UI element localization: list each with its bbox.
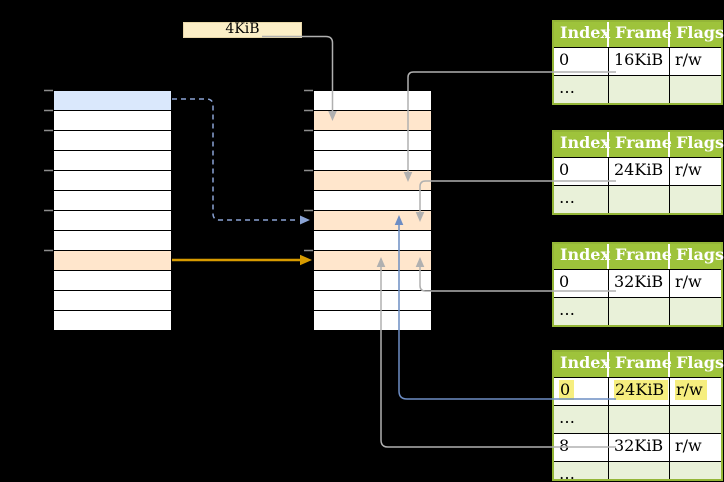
cell-index: 0 [554, 158, 609, 185]
cell-index: … [554, 186, 609, 213]
cell-index: 0 [554, 270, 609, 297]
cell-frame: 24KiB [609, 378, 670, 405]
memory-row [314, 131, 431, 151]
cell-frame [609, 186, 670, 213]
cell-flags: r/w [675, 436, 702, 455]
memory-row [54, 131, 171, 151]
page-table-header: Index Frame Flags [554, 352, 724, 377]
memory-row [314, 191, 431, 211]
memory-row-highlighted-orange [314, 251, 431, 271]
page-table-header: Index Frame Flags [554, 244, 724, 269]
column-header-flags: Flags [676, 133, 724, 152]
cell-frame [609, 298, 670, 325]
memory-row-highlighted-orange [54, 251, 171, 271]
memory-row [54, 211, 171, 231]
cell-frame: 32KiB [609, 434, 670, 461]
table-row: 0 32KiB r/w [554, 269, 721, 297]
cell-flags: r/w [675, 50, 702, 69]
cell-flags [670, 298, 721, 325]
cell-flags [670, 406, 721, 433]
cell-frame [609, 462, 670, 479]
cell-index: 8 [554, 434, 609, 461]
cell-frame [609, 406, 670, 433]
memory-row [54, 111, 171, 131]
memory-row-highlighted-orange [314, 171, 431, 191]
cell-flags [670, 76, 721, 103]
cell-flags: r/w [675, 272, 702, 291]
column-header-frame: Frame [609, 244, 672, 269]
arrowhead-right-icon [300, 254, 312, 266]
memory-row [314, 231, 431, 251]
cell-flags: r/w [670, 378, 721, 405]
arrowhead-right-icon [300, 215, 310, 225]
cell-index: … [554, 76, 609, 103]
column-header-index: Index [554, 132, 610, 157]
column-header-flags: Flags [676, 23, 724, 42]
cell-frame [609, 76, 670, 103]
memory-row [314, 91, 431, 111]
column-header-index: Index [554, 244, 610, 269]
memory-row [54, 151, 171, 171]
page-size-label-text: 4KiB [225, 21, 260, 37]
table-row-ellipsis: … [554, 461, 721, 479]
column-header-flags: Flags [676, 353, 724, 372]
yellow-highlight: r/w [675, 380, 707, 400]
table-row-highlighted: 0 24KiB r/w [554, 377, 721, 405]
cell-index: … [554, 298, 609, 325]
memory-row [54, 311, 171, 330]
column-header-index: Index [554, 22, 610, 47]
table-row-ellipsis: … [554, 185, 721, 213]
cell-index: … [554, 406, 609, 433]
page-table-16kib: Index Frame Flags 0 16KiB r/w … [552, 20, 724, 105]
cell-frame: 16KiB [609, 48, 670, 75]
yellow-highlight: 0 [559, 380, 575, 400]
column-header-index: Index [554, 352, 610, 377]
cell-flags: r/w [675, 160, 702, 179]
memory-row [54, 291, 171, 311]
memory-row [54, 271, 171, 291]
table-row-ellipsis: … [554, 405, 721, 433]
page-table-32kib: Index Frame Flags 0 32KiB r/w … [552, 242, 724, 327]
cell-flags [670, 462, 721, 479]
column-header-flags: Flags [676, 245, 724, 264]
table-row: 0 24KiB r/w [554, 157, 721, 185]
cell-flags [670, 186, 721, 213]
table-row: 8 32KiB r/w [554, 433, 721, 461]
memory-row [314, 291, 431, 311]
page-table-bottom: Index Frame Flags 0 24KiB r/w … 8 32KiB … [552, 350, 724, 481]
memory-row [54, 171, 171, 191]
memory-row-highlighted-orange [314, 211, 431, 231]
page-table-24kib: Index Frame Flags 0 24KiB r/w … [552, 130, 724, 215]
table-row-ellipsis: … [554, 75, 721, 103]
page-table-header: Index Frame Flags [554, 132, 724, 157]
arrow-virtual-page-dashed [172, 98, 299, 221]
column-header-frame: Frame [609, 132, 672, 157]
column-header-frame: Frame [609, 22, 672, 47]
memory-row [54, 231, 171, 251]
memory-row-highlighted-orange [314, 111, 431, 131]
cell-index: 0 [554, 48, 609, 75]
yellow-highlight: 24KiB [614, 380, 669, 400]
cell-frame: 24KiB [609, 158, 670, 185]
page-size-label: 4KiB [183, 22, 302, 38]
cell-index: … [554, 462, 609, 479]
memory-row [314, 311, 431, 330]
memory-row [314, 151, 431, 171]
memory-row [54, 191, 171, 211]
virtual-memory-column [53, 90, 172, 331]
table-row: 0 16KiB r/w [554, 47, 721, 75]
cell-frame: 32KiB [609, 270, 670, 297]
memory-row [314, 271, 431, 291]
memory-row-highlighted-blue [54, 91, 171, 111]
cell-index: 0 [554, 378, 609, 405]
column-header-frame: Frame [609, 352, 672, 377]
physical-memory-column [313, 90, 432, 331]
page-table-header: Index Frame Flags [554, 22, 724, 47]
table-row-ellipsis: … [554, 297, 721, 325]
